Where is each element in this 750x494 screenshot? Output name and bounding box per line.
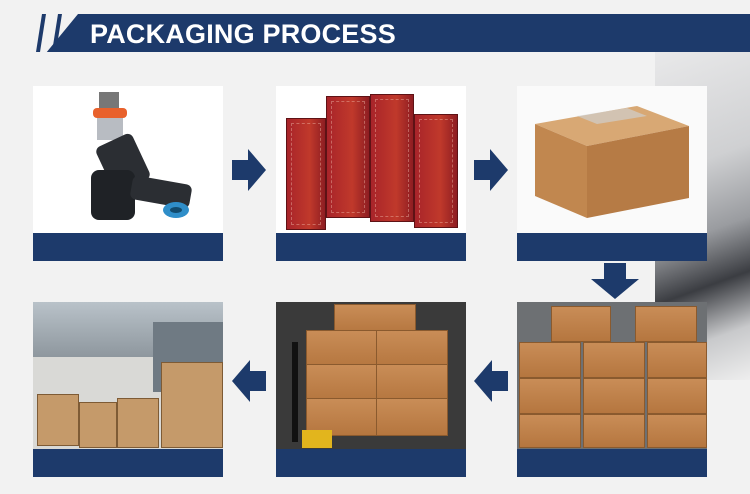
carton-box-image [535, 106, 689, 218]
arrow-left-icon [232, 360, 266, 402]
step-label-bar [33, 449, 223, 477]
arrow-down-icon [591, 263, 639, 299]
arrow-left-icon [474, 360, 508, 402]
step-card-individual-boxes [276, 86, 466, 261]
banner-stripe [36, 14, 46, 52]
step-label-bar [276, 233, 466, 261]
step-label-bar [517, 449, 707, 477]
fuel-injector-image [91, 92, 192, 220]
step-card-carton [517, 86, 707, 261]
arrow-right-icon [232, 149, 266, 191]
step-card-warehouse [33, 302, 223, 477]
step-label-bar [517, 233, 707, 261]
step-card-pallet-loading [276, 302, 466, 477]
step-card-fuel-injector [33, 86, 223, 261]
step-label-bar [276, 449, 466, 477]
banner-stripe [52, 14, 62, 52]
step-label-bar [33, 233, 223, 261]
header-banner [0, 14, 750, 52]
arrow-right-icon [474, 149, 508, 191]
page-title: PACKAGING PROCESS [90, 19, 396, 49]
step-card-stacked-cartons [517, 302, 707, 477]
